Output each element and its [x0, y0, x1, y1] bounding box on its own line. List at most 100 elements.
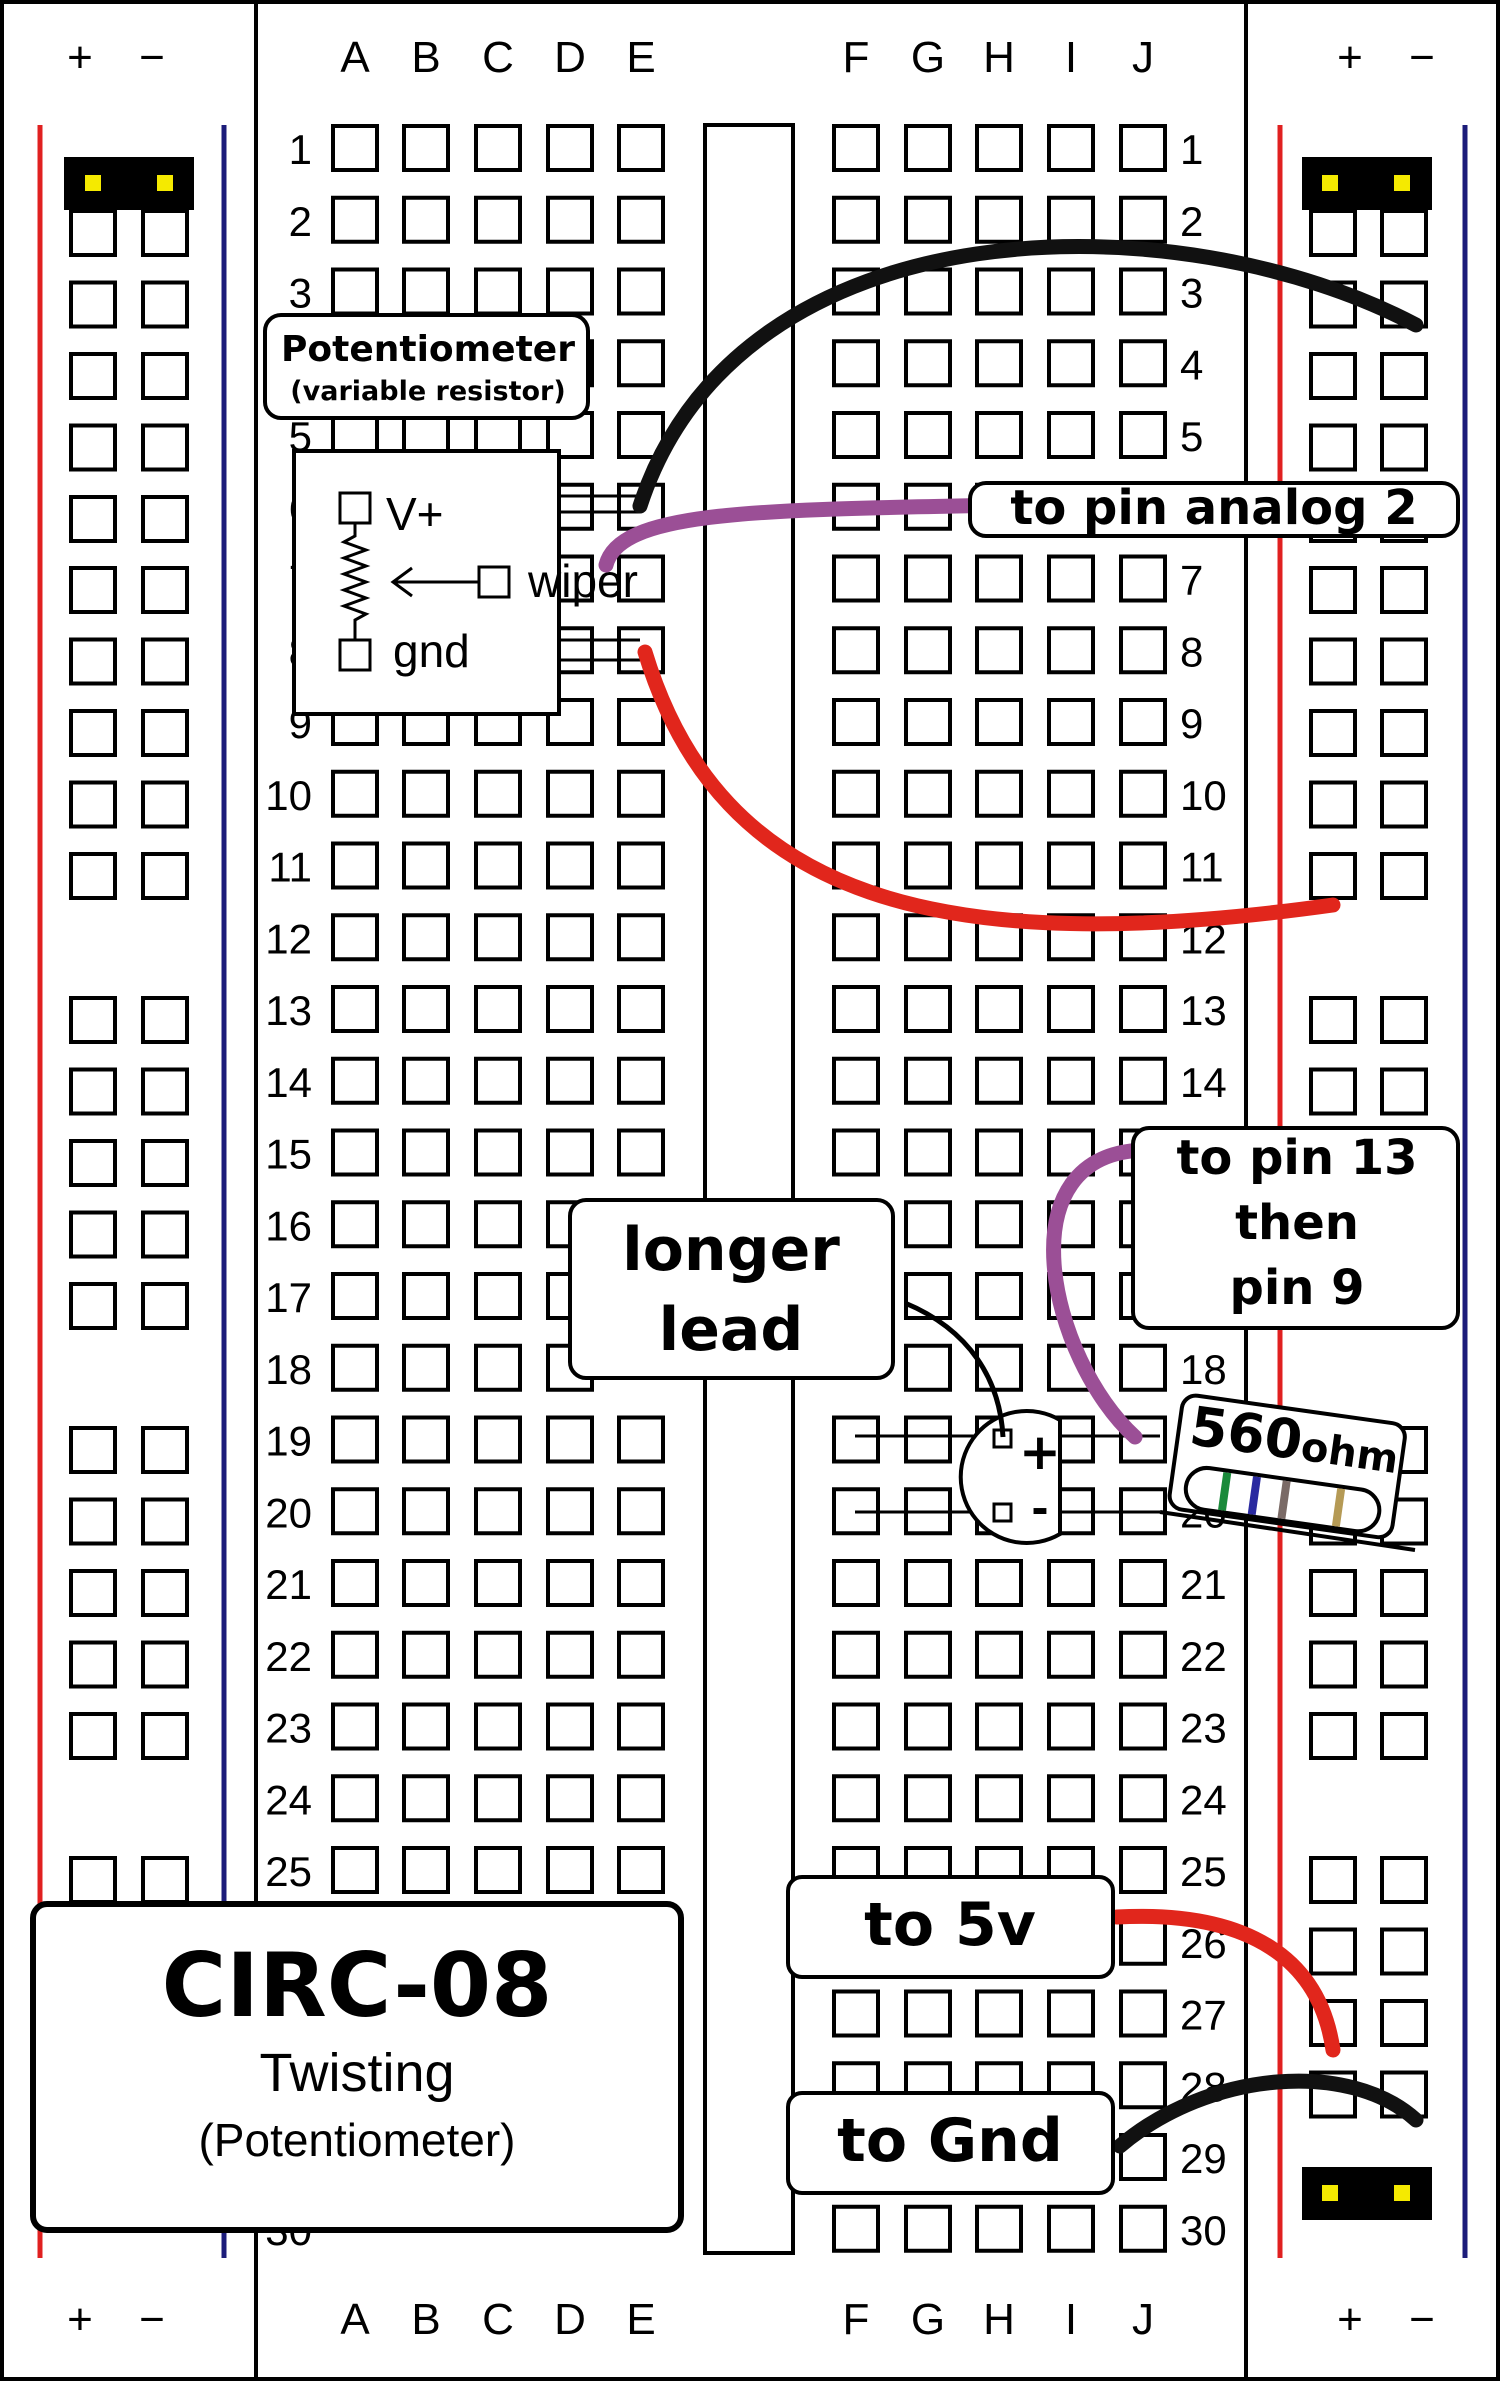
rail-hole [69, 637, 117, 686]
terminal-hole [1047, 1630, 1095, 1679]
terminal-hole [402, 1200, 450, 1249]
terminal-hole [617, 913, 665, 962]
rail-hole [1380, 209, 1428, 257]
row-number: 18 [265, 1346, 312, 1393]
pin-gnd-square [338, 638, 372, 672]
rail-hole [1309, 209, 1357, 257]
resistor-band-4 [1331, 1488, 1346, 1527]
terminal-hole [402, 267, 450, 316]
terminal-hole [904, 1343, 952, 1392]
rail-hole [69, 1282, 117, 1330]
row-number: 2 [289, 198, 312, 245]
column-letter: G [911, 2295, 945, 2344]
terminal-hole [832, 1559, 880, 1607]
terminal-hole [402, 1056, 450, 1105]
rail-plus-top-left: + [67, 33, 93, 82]
rail-hole [141, 423, 189, 472]
rail-hole [1380, 1067, 1428, 1116]
terminal-hole [474, 267, 522, 316]
terminal-hole [402, 1487, 450, 1536]
terminal-hole [617, 698, 665, 746]
terminal-hole [474, 985, 522, 1033]
rail-hole [69, 996, 117, 1044]
led-plus-label: + [1019, 1423, 1061, 1481]
column-letter: C [482, 2295, 514, 2344]
rail-hole [1380, 423, 1428, 472]
terminal-hole [331, 1056, 379, 1105]
terminal-hole [975, 554, 1023, 603]
terminal-hole [904, 626, 952, 675]
rail-hole [69, 1569, 117, 1617]
resistor-band-3 [1277, 1480, 1291, 1520]
circuit-name: Twisting [259, 2043, 454, 2103]
row-number: 23 [1180, 1705, 1227, 1752]
terminal-hole [617, 339, 665, 388]
row-number: 10 [1180, 772, 1227, 819]
row-number: 3 [289, 270, 312, 317]
potentiometer-label: Potentiometer (variable resistor) [263, 313, 590, 420]
rail-hole [1380, 852, 1428, 900]
terminal-hole [1047, 1702, 1095, 1751]
terminal-hole [832, 1989, 880, 2038]
row-number: 4 [1180, 341, 1203, 388]
terminal-hole [546, 1774, 594, 1823]
column-letter: A [340, 33, 370, 82]
potentiometer: V+ wiper gnd [292, 449, 640, 716]
row-number: 17 [265, 1274, 312, 1321]
rail-hole [69, 1067, 117, 1116]
rail-hole [1309, 1640, 1357, 1689]
terminal-hole [1047, 1056, 1095, 1105]
row-number: 9 [1180, 700, 1203, 747]
column-letter: D [554, 2295, 586, 2344]
terminal-hole [1047, 769, 1095, 818]
terminal-hole [832, 1128, 880, 1177]
terminal-hole [1047, 698, 1095, 746]
terminal-hole [617, 1846, 665, 1894]
column-letter: B [411, 33, 440, 82]
terminal-hole [904, 1415, 952, 1464]
rail-hole [1309, 709, 1357, 757]
rail-hole [69, 1139, 117, 1187]
column-letter: H [983, 33, 1015, 82]
column-letter: E [626, 2295, 655, 2344]
terminal-hole [1119, 267, 1167, 316]
rail-hole [69, 566, 117, 614]
terminal-hole [904, 411, 952, 459]
row-number: 25 [1180, 1848, 1227, 1895]
terminal-hole [1119, 554, 1167, 603]
power-header-top-left [64, 157, 194, 210]
terminal-hole [402, 913, 450, 962]
terminal-hole [975, 411, 1023, 459]
terminal-hole [1119, 769, 1167, 818]
terminal-hole [975, 124, 1023, 172]
terminal-hole [832, 1056, 880, 1105]
power-header-top-right [1302, 157, 1432, 210]
svg-text:to pin 13: to pin 13 [1176, 1130, 1417, 1186]
terminal-hole [474, 1702, 522, 1751]
purple-wire-analog [598, 497, 1018, 573]
terminal-hole [904, 195, 952, 244]
rail-hole [1380, 1640, 1428, 1689]
rail-hole [1309, 1067, 1357, 1116]
terminal-hole [617, 1056, 665, 1105]
terminal-hole [975, 1056, 1023, 1105]
terminal-hole [832, 769, 880, 818]
terminal-hole [474, 1774, 522, 1823]
terminal-hole [1047, 985, 1095, 1033]
terminal-hole [832, 1774, 880, 1823]
terminal-hole [904, 124, 952, 172]
terminal-hole [1047, 2204, 1095, 2253]
terminal-hole [331, 1415, 379, 1464]
terminal-hole [474, 1056, 522, 1105]
terminal-hole [617, 1702, 665, 1751]
terminal-hole [904, 769, 952, 818]
terminal-hole [474, 1200, 522, 1249]
rail-hole [141, 1856, 189, 1904]
label-longer-lead: longer lead [568, 1198, 895, 1380]
terminal-hole [904, 554, 952, 603]
resistor-band-1 [1218, 1472, 1232, 1511]
terminal-hole [975, 769, 1023, 818]
